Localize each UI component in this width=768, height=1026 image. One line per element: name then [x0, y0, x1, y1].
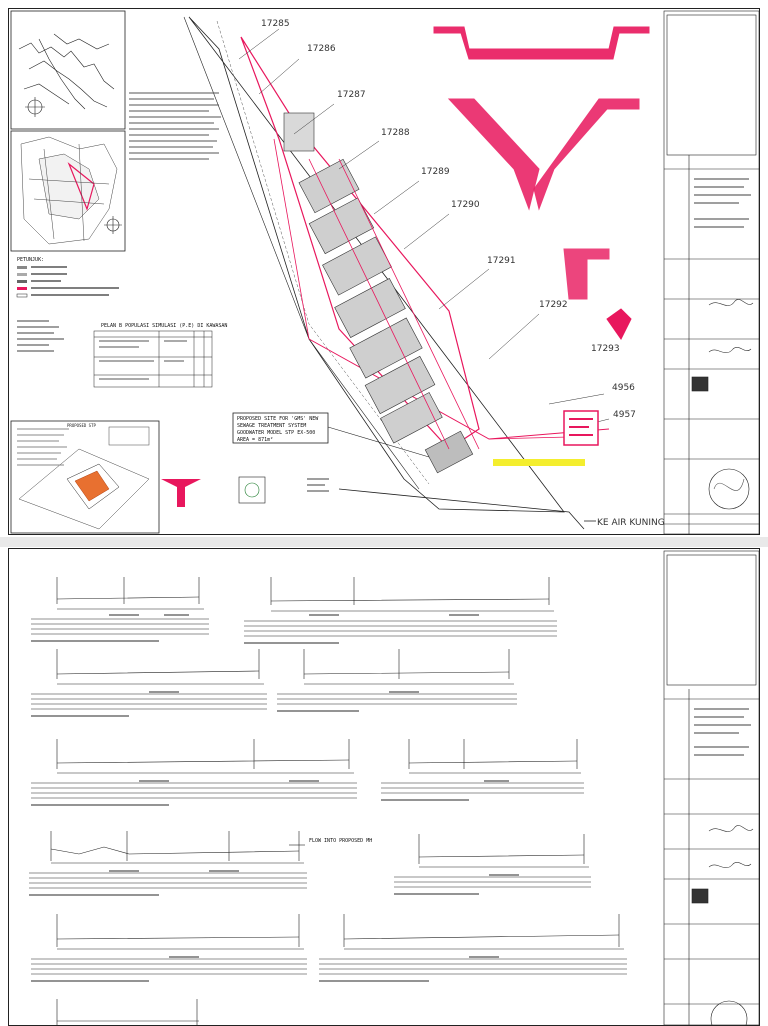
- legend-items: [16, 266, 119, 352]
- drawing-sheet-2: FLOW INTO PROPOSED MH: [8, 548, 760, 1026]
- longitudinal-sections: FLOW INTO PROPOSED MH: [29, 550, 759, 1025]
- proposed-site-line: PROPOSED SITE FOR 'GMS' NEW: [237, 416, 319, 422]
- lot-number: 17293: [591, 344, 620, 354]
- site-plan-drawing: PETUNJUK: PELAN B POPULASI SIMULASI (P.E…: [10, 10, 759, 534]
- north-arrow: [25, 97, 122, 234]
- lot-number: 17288: [381, 128, 410, 138]
- lot-number: 4956: [612, 383, 635, 393]
- lot-number: 4957: [613, 410, 636, 420]
- key-plan: [20, 136, 118, 245]
- site-boundary: [183, 16, 610, 530]
- location-map: [18, 33, 115, 110]
- flow-label: FLOW INTO PROPOSED MH: [309, 838, 372, 844]
- proposed-site-line: AREA = 871m²: [237, 437, 273, 443]
- lot-number: 17289: [421, 167, 450, 177]
- stp-inset: [17, 426, 150, 530]
- lot-number: 17286: [307, 44, 336, 54]
- lot-number: 17285: [261, 19, 290, 29]
- section-profiles: [29, 577, 627, 1025]
- pe-table: [93, 330, 213, 388]
- sheet-separator: [0, 537, 768, 547]
- title-block-2: [663, 550, 759, 1025]
- lot-number: 17291: [487, 256, 516, 266]
- lot-number: 17292: [539, 300, 568, 310]
- profile-captions: [29, 614, 519, 982]
- title-block: [663, 10, 759, 534]
- lot-number: 17290: [451, 200, 480, 210]
- pipe-detail: [161, 26, 650, 507]
- notes-block: [129, 92, 221, 160]
- proposed-site-line: SEWAGE TREATMENT SYSTEM: [237, 423, 306, 429]
- road-label: KE AIR KUNING: [597, 518, 665, 528]
- small-detail: [238, 476, 329, 504]
- drawing-sheet-1: PETUNJUK: PELAN B POPULASI SIMULASI (P.E…: [8, 8, 760, 535]
- proposed-site-line: GOODWATER MODEL STP EX-500: [237, 430, 315, 436]
- lot-number: 17287: [337, 90, 366, 100]
- legend-title: PETUNJUK:: [17, 257, 44, 263]
- pe-table-title: PELAN B POPULASI SIMULASI (P.E) DI KAWAS…: [101, 323, 227, 329]
- inset-label: PROPOSED STP: [67, 423, 96, 428]
- lot-numbers: 17285 17286 17287 17288 17289 17290 1729…: [261, 19, 636, 420]
